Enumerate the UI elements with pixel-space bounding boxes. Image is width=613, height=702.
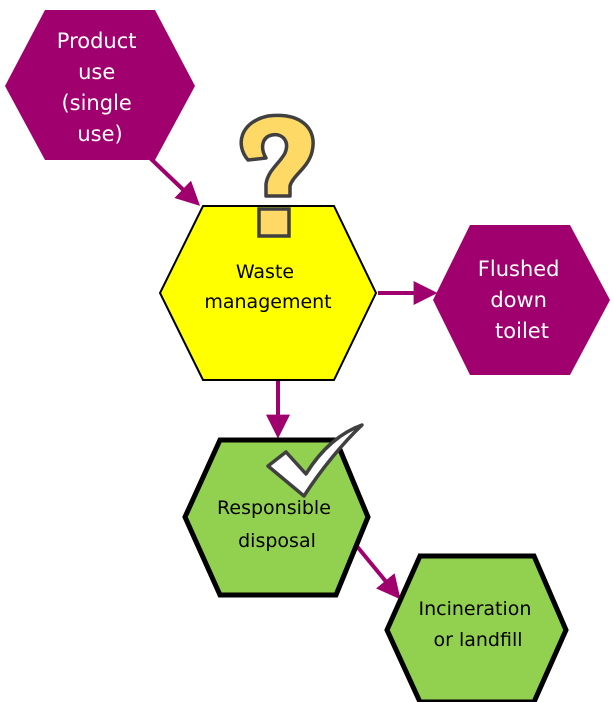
node-product-use-line-4: use) xyxy=(77,122,122,146)
node-product-use-line-2: use xyxy=(78,60,115,84)
svg-text:Responsible disposal: Responsible disposal xyxy=(217,497,337,552)
node-product-use: Product use (single use) xyxy=(5,10,195,160)
node-incineration-line-2: or landfill xyxy=(433,629,522,651)
svg-text:Waste management: Waste management xyxy=(204,261,331,313)
node-incineration-shape xyxy=(384,553,569,702)
node-flushed-line-2: down xyxy=(490,288,547,312)
node-product-use-shape xyxy=(5,10,195,160)
node-waste-management-line-1: Waste xyxy=(236,261,294,283)
node-waste-management-line-2: management xyxy=(204,291,331,313)
edge-product-to-waste xyxy=(148,156,201,206)
node-flushed-shape xyxy=(433,225,610,375)
svg-text:Incineration or landfill: Incineration or landfill xyxy=(419,598,538,651)
question-mark-icon xyxy=(239,113,315,238)
checkmark-icon xyxy=(266,423,364,498)
node-responsible-line-1: Responsible xyxy=(217,497,331,519)
svg-text:Product use (singl: Product use (single use) xyxy=(57,29,143,146)
node-product-use-line-3: (single xyxy=(61,91,131,115)
node-flushed-line-3: toilet xyxy=(495,319,549,343)
node-waste-management: Waste management xyxy=(158,205,378,381)
node-responsible-line-2: disposal xyxy=(238,530,316,552)
node-incineration-or-landfill: Incineration or landfill xyxy=(384,553,569,702)
node-responsible-disposal: Responsible disposal xyxy=(182,437,371,598)
node-flushed-line-1: Flushed xyxy=(478,257,560,281)
svg-text:Flushed down toile: Flushed down toilet xyxy=(478,257,566,343)
node-waste-management-shape xyxy=(158,205,378,381)
node-product-use-line-1: Product xyxy=(57,29,137,53)
node-flushed-down-toilet: Flushed down toilet xyxy=(433,225,610,375)
node-incineration-line-1: Incineration xyxy=(419,598,532,620)
